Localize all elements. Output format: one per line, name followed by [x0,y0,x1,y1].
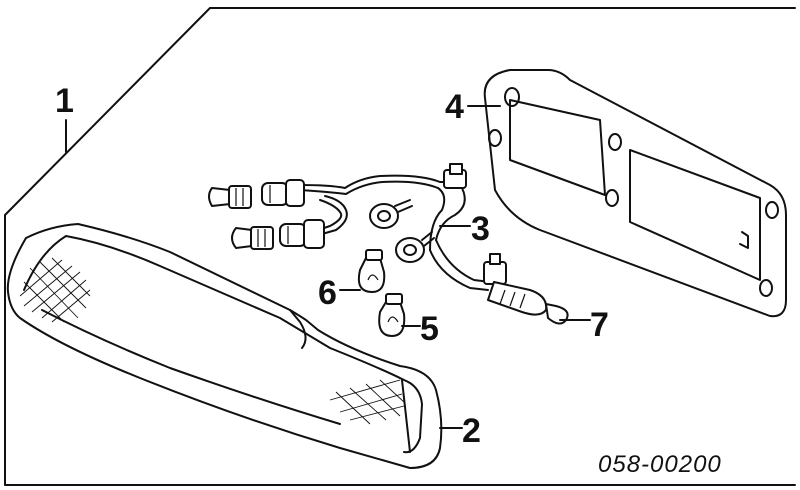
part-7-label: 7 [590,306,609,344]
gasket-part-4 [483,69,787,318]
diagram-code: 058-00200 [598,451,722,478]
part-4-label: 4 [445,88,464,126]
bulb-icon [208,185,252,209]
assembly-boundary [4,7,796,486]
part-5-label: 5 [420,310,439,348]
wiring-harness-part-3 [261,163,491,291]
bulb-part-6 [357,249,386,293]
socket-part-7 [483,253,569,325]
part-1-label: 1 [55,82,74,120]
part-3-label: 3 [471,210,490,248]
bulb-icon [231,226,274,250]
part-6-label: 6 [318,274,337,312]
lens-part-2 [6,223,443,469]
bulb-part-5 [378,293,406,337]
part-2-label: 2 [462,412,481,450]
